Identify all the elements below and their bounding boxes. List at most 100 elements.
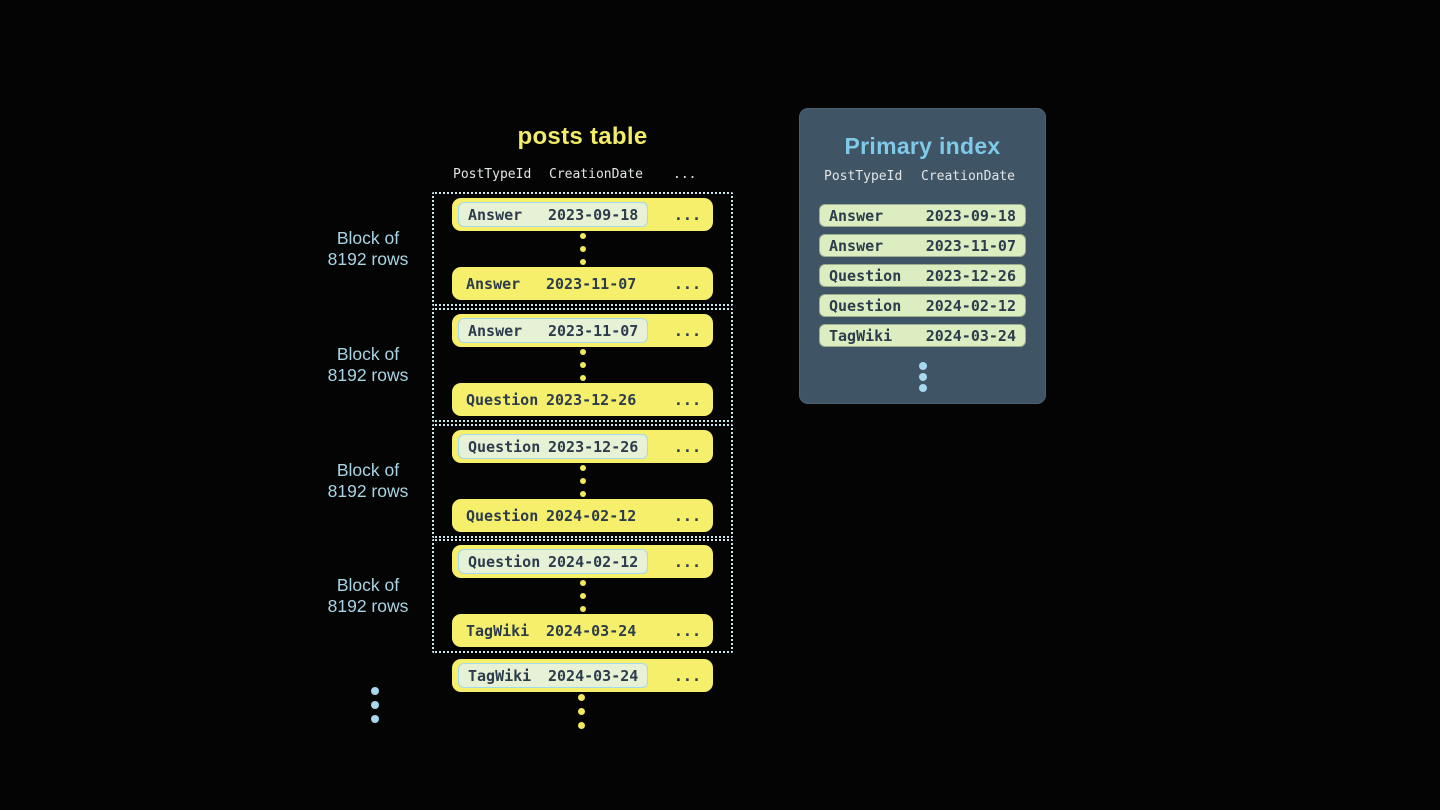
dot	[579, 606, 586, 612]
posts-col-ellipsis: ...	[673, 167, 697, 182]
block-4-last-row: TagWiki 2024-03-24 ...	[452, 614, 713, 647]
dot	[918, 384, 927, 392]
block-4-first-row: Question 2024-02-12 ...	[452, 545, 713, 578]
row-date: 2023-09-18	[548, 205, 639, 224]
posts-table-column-headers: PostTypeId CreationDate ...	[432, 167, 733, 185]
row-date: 2023-11-07	[548, 321, 639, 340]
dot	[579, 375, 586, 381]
posts-col-creationdate: CreationDate	[549, 167, 643, 182]
row-date: 2023-12-26	[925, 266, 1016, 285]
block-2: Answer 2023-11-07 ... Question 2023-12-2…	[432, 308, 733, 422]
posts-col-posttypeid: PostTypeId	[453, 167, 532, 182]
dot	[918, 362, 927, 370]
block-label-line2: 8192 rows	[327, 481, 409, 501]
row-date: 2024-03-24	[548, 666, 639, 685]
index-row: Question 2023-12-26	[819, 264, 1026, 287]
more-index-entries-dots	[800, 362, 1045, 392]
row-ellipsis: ...	[673, 552, 701, 571]
block-1-first-row: Answer 2023-09-18 ...	[452, 198, 713, 231]
row-type: Answer	[468, 321, 523, 340]
block-1-last-row: Answer 2023-11-07 ...	[452, 267, 713, 300]
min-key-highlight: Answer 2023-09-18	[458, 202, 649, 227]
row-type: Question	[466, 506, 539, 525]
block-label-line1: Block of	[336, 228, 400, 248]
min-key-highlight: TagWiki 2024-03-24	[458, 663, 649, 688]
primary-index-rows: Answer 2023-09-18 Answer 2023-11-07 Ques…	[819, 204, 1026, 354]
index-col-creationdate: CreationDate	[921, 169, 1015, 184]
dot	[579, 259, 586, 265]
row-date: 2023-12-26	[546, 390, 637, 409]
row-type: Answer	[829, 206, 884, 225]
posts-table-title: posts table	[517, 123, 648, 150]
dot	[918, 373, 927, 381]
min-key-highlight: Answer 2023-11-07	[458, 318, 649, 343]
row-date: 2024-02-12	[548, 552, 639, 571]
row-type: Question	[466, 390, 539, 409]
index-row: Answer 2023-09-18	[819, 204, 1026, 227]
row-type: TagWiki	[466, 621, 530, 640]
block-3: Question 2023-12-26 ... Question 2024-02…	[432, 424, 733, 538]
dot	[579, 349, 586, 355]
min-key-highlight: Question 2023-12-26	[458, 434, 649, 459]
row-type: Question	[468, 437, 541, 456]
more-rows-dots	[578, 694, 585, 729]
dot	[579, 580, 586, 586]
row-date: 2023-12-26	[548, 437, 639, 456]
dot	[579, 233, 586, 239]
block-1: Answer 2023-09-18 ... Answer 2023-11-07 …	[432, 192, 733, 306]
dot	[578, 722, 585, 729]
row-ellipsis: ...	[673, 621, 701, 640]
block-2-first-row: Answer 2023-11-07 ...	[452, 314, 713, 347]
primary-index-title: Primary index	[844, 133, 1001, 159]
block-2-last-row: Question 2023-12-26 ...	[452, 383, 713, 416]
row-date: 2024-03-24	[546, 621, 637, 640]
dot	[579, 246, 586, 252]
dot	[371, 701, 379, 709]
row-type: Question	[829, 296, 902, 315]
row-ellipsis: ...	[673, 437, 701, 456]
row-type: Question	[829, 266, 902, 285]
row-date: 2024-02-12	[925, 296, 1016, 315]
more-blocks-dots	[371, 687, 379, 723]
row-date: 2024-03-24	[925, 326, 1016, 345]
block-2-label: Block of 8192 rows	[312, 308, 424, 422]
dot	[578, 708, 585, 715]
block-label-line1: Block of	[336, 460, 400, 480]
primary-index-panel: Primary index PostTypeId CreationDate An…	[799, 108, 1046, 404]
dot	[579, 465, 586, 471]
row-ellipsis: ...	[673, 205, 701, 224]
row-ellipsis: ...	[673, 390, 701, 409]
dot	[578, 694, 585, 701]
row-date: 2023-11-07	[546, 274, 637, 293]
block-label-line1: Block of	[336, 344, 400, 364]
block-1-label: Block of 8192 rows	[312, 192, 424, 306]
row-ellipsis: ...	[673, 274, 701, 293]
index-col-posttypeid: PostTypeId	[824, 169, 903, 184]
block-label-line2: 8192 rows	[327, 596, 409, 616]
primary-index-column-headers: PostTypeId CreationDate	[800, 169, 1045, 187]
row-type: Answer	[468, 205, 523, 224]
row-date: 2024-02-12	[546, 506, 637, 525]
row-date: 2023-11-07	[925, 236, 1016, 255]
dot	[371, 715, 379, 723]
block-3-label: Block of 8192 rows	[312, 424, 424, 538]
row-type: TagWiki	[468, 666, 532, 685]
dot	[579, 491, 586, 497]
block-4-label: Block of 8192 rows	[312, 539, 424, 653]
rows-omitted-dots	[579, 349, 586, 381]
block-3-last-row: Question 2024-02-12 ...	[452, 499, 713, 532]
index-row: TagWiki 2024-03-24	[819, 324, 1026, 347]
dot	[371, 687, 379, 695]
row-date: 2023-09-18	[925, 206, 1016, 225]
row-ellipsis: ...	[673, 321, 701, 340]
block-3-first-row: Question 2023-12-26 ...	[452, 430, 713, 463]
min-key-highlight: Question 2024-02-12	[458, 549, 649, 574]
row-type: Question	[468, 552, 541, 571]
row-ellipsis: ...	[673, 506, 701, 525]
block-label-line2: 8192 rows	[327, 249, 409, 269]
block-label-line2: 8192 rows	[327, 365, 409, 385]
row-type: TagWiki	[829, 326, 893, 345]
dot	[579, 362, 586, 368]
index-row: Question 2024-02-12	[819, 294, 1026, 317]
